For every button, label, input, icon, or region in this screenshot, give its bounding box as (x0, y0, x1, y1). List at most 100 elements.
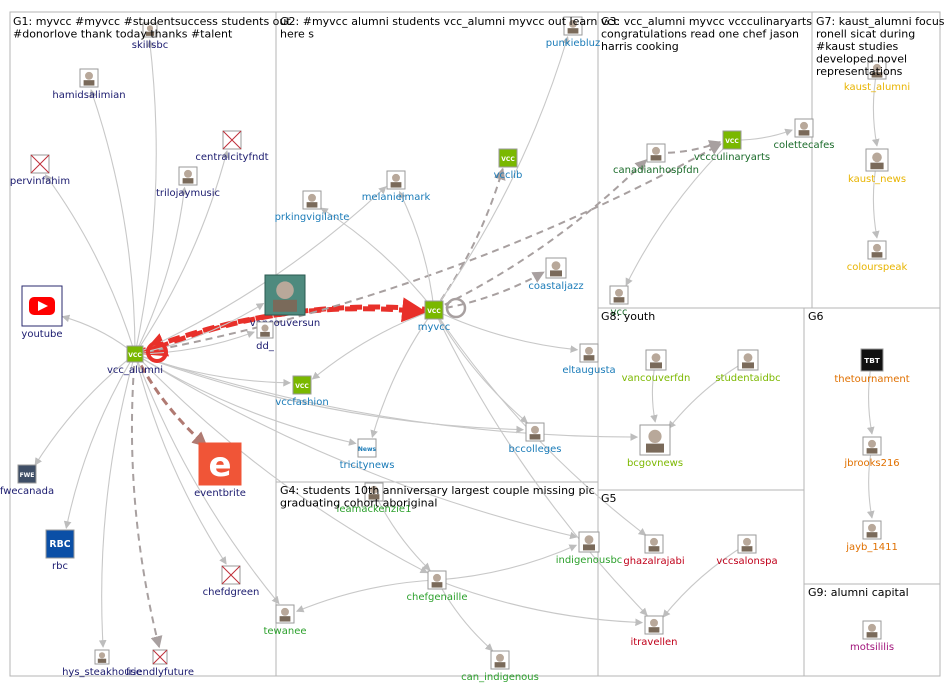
node-label-fwecanada: fwecanada (0, 486, 54, 497)
avatar-body-icon (866, 448, 878, 454)
avatar-body-icon (583, 355, 595, 361)
node-youtube[interactable]: youtube (21, 285, 63, 340)
group-label-g3-line-2: harris cooking (601, 40, 679, 53)
node-label-can_indigenous: can_indigenous (461, 672, 539, 683)
group-label-g7-line-3: developed novel (816, 53, 907, 66)
node-leamackenzie1[interactable]: leamackenzie1 (337, 482, 412, 515)
node-fwecanada[interactable]: FWE fwecanada (0, 464, 54, 497)
node-label-tricitynews: tricitynews (340, 460, 395, 471)
edge-vcc_alumni-to-fwecanada (34, 353, 136, 466)
node-label-kaust_alumni: kaust_alumni (844, 82, 910, 93)
node-indigenousbc[interactable]: indigenousbc (556, 531, 623, 566)
node-tewanee[interactable]: tewanee (263, 604, 307, 637)
avatar-head-icon (650, 618, 658, 627)
group-label-g2-line-1: here s (280, 28, 314, 41)
group-box-g9 (803, 583, 941, 677)
node-image-thetournament (860, 348, 884, 372)
node-vancouverfdn[interactable]: vancouverfdn (622, 349, 691, 384)
node-skillsbc[interactable]: skillsbc (132, 22, 168, 51)
node-ghazalrajabi[interactable]: ghazalrajabi (623, 534, 685, 567)
node-badge-fwecanada: FWE (20, 472, 35, 479)
node-colourspeak[interactable]: colourspeak (847, 240, 908, 273)
edge-myvcc-to-itravellen (433, 309, 648, 616)
node-chefgenaille[interactable]: chefgenaille (407, 570, 468, 603)
broken-image-icon (222, 130, 242, 150)
node-jayb_1411[interactable]: jayb_1411 (845, 520, 898, 553)
node-kaust_alumni[interactable]: kaust_alumni (844, 60, 910, 93)
node-vccsalonspa[interactable]: vccsalonspa (716, 534, 778, 567)
node-can_indigenous[interactable]: can_indigenous (461, 650, 539, 683)
node-label-prkingvigilante: prkingvigilante (275, 212, 350, 223)
node-trilojaymusic[interactable]: trilojaymusic (156, 166, 220, 199)
avatar-head-icon (743, 537, 751, 546)
edge-vcc_alumni-to-tewanee (134, 353, 280, 605)
node-label-jbrooks216: jbrooks216 (843, 458, 899, 469)
edge-myvcc-to-vccfashion (311, 309, 435, 380)
node-friendlyfuture[interactable]: friendlyfuture (126, 649, 194, 678)
node-chefdgreen[interactable]: chefdgreen (203, 565, 260, 598)
avatar-body-icon (650, 362, 662, 369)
node-badge-rbc: RBC (49, 539, 70, 550)
avatar-body-icon (550, 270, 562, 277)
node-melaniejmark[interactable]: melaniejmark (362, 170, 431, 203)
node-vancouversun[interactable]: vancouversun (250, 274, 320, 329)
node-label-vancouversun: vancouversun (250, 318, 320, 329)
node-badge-vccculinaryarts: VCC (725, 138, 739, 145)
avatar-body-icon (871, 252, 883, 258)
edge-myvcc-to-melaniejmark (398, 190, 435, 311)
node-image-rbc (45, 529, 75, 559)
group-label-g4-line-0: G4: students 10th anniversary largest co… (280, 484, 595, 497)
avatar-body-icon (650, 155, 662, 161)
node-eltaugusta[interactable]: eltaugusta (562, 343, 616, 376)
node-coastaljazz[interactable]: coastaljazz (528, 257, 584, 292)
node-itravellen[interactable]: itravellen (630, 615, 678, 648)
node-studentaidbc[interactable]: studentaidbc (715, 349, 781, 384)
node-motsililis[interactable]: motsililis (850, 620, 894, 653)
edge-myvcc-to-coastaljazz (433, 271, 545, 311)
node-kaust_news[interactable]: kaust_news (848, 148, 906, 185)
node-hamidsalimian[interactable]: hamidsalimian (52, 68, 126, 101)
youtube-triangle-icon (38, 301, 48, 311)
node-pervinfahim[interactable]: pervinfahim (10, 154, 70, 187)
edge-kaust_news-to-colourspeak (871, 159, 880, 239)
edge-myvcc-to-vcclib (433, 167, 506, 311)
node-jbrooks216[interactable]: jbrooks216 (843, 436, 900, 469)
avatar-head-icon (496, 653, 504, 662)
group-label-g5-line-0: G5 (601, 492, 617, 505)
node-bcgovnews[interactable]: bcgovnews (627, 424, 683, 469)
node-label-thetournament: thetournament (834, 374, 909, 385)
node-label-jayb_1411: jayb_1411 (845, 542, 898, 553)
node-image-fwecanada (17, 464, 37, 484)
node-vcc_chef[interactable]: vcc (609, 285, 629, 318)
node-bccolleges[interactable]: bccolleges (509, 422, 562, 455)
edge-vcc_alumni-to-hamidsalimian (89, 89, 136, 355)
node-canadianhospfdn[interactable]: canadianhospfdn (613, 143, 699, 176)
node-label-myvcc: myvcc (418, 322, 451, 333)
avatar-body-icon (83, 80, 95, 86)
node-hys_steakhouse[interactable]: hys_steakhouse (62, 649, 142, 678)
avatar-head-icon (652, 146, 660, 155)
node-label-eventbrite: eventbrite (194, 488, 246, 499)
broken-image-icon (152, 649, 168, 665)
node-label-indigenousbc: indigenousbc (556, 555, 623, 566)
node-prkingvigilante[interactable]: prkingvigilante (275, 190, 350, 223)
node-label-vccsalonspa: vccsalonspa (716, 556, 777, 567)
avatar-body-icon (529, 434, 541, 440)
group-label-g7-line-0: G7: kaust_alumni focus (816, 15, 945, 28)
node-dd_[interactable]: dd_ (256, 321, 275, 352)
node-colettecafes[interactable]: colettecafes (773, 118, 835, 151)
node-punkiebluz[interactable]: punkiebluz (546, 16, 600, 49)
group-label-g7-line-4: representations (816, 65, 903, 78)
group-label-g1-line-0: G1: myvcc #myvcc #studentsuccess student… (13, 15, 291, 28)
node-centralcityfndt[interactable]: centralcityfndt (195, 130, 269, 163)
